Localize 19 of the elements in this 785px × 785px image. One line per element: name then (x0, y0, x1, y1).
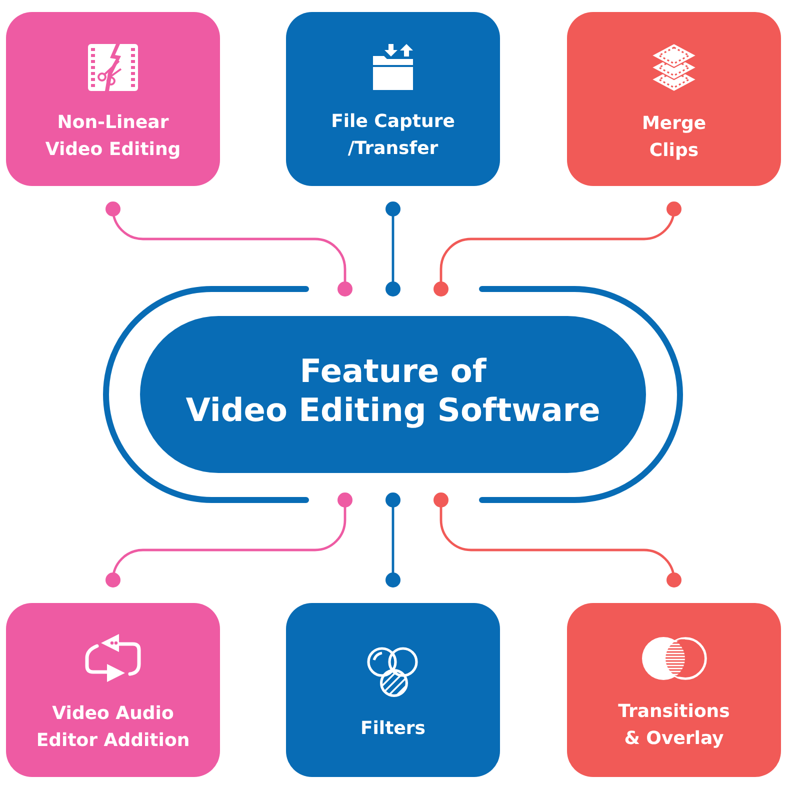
feature-card (286, 12, 500, 186)
feature-label: Transitions & Overlay (617, 700, 731, 750)
feature-label: File Capture /Transfer (330, 110, 456, 161)
connector-line (106, 202, 352, 296)
connector-line (434, 202, 682, 296)
connector-line (386, 492, 400, 588)
feature-card (6, 12, 220, 186)
connector-line (386, 202, 400, 296)
feature-label: Filters (360, 716, 426, 740)
connector-line (434, 492, 682, 588)
connector-line (106, 492, 352, 588)
feature-label: Non-Linear Video Editing (44, 110, 182, 162)
feature-card (6, 603, 220, 777)
feature-card (286, 603, 500, 777)
feature-card (567, 12, 781, 186)
feature-label: Video Audio Editor Addition (35, 702, 191, 753)
feature-label: Merge Clips (640, 112, 708, 162)
feature-card (567, 603, 781, 777)
center-title: Feature of Video Editing Software (186, 352, 600, 430)
